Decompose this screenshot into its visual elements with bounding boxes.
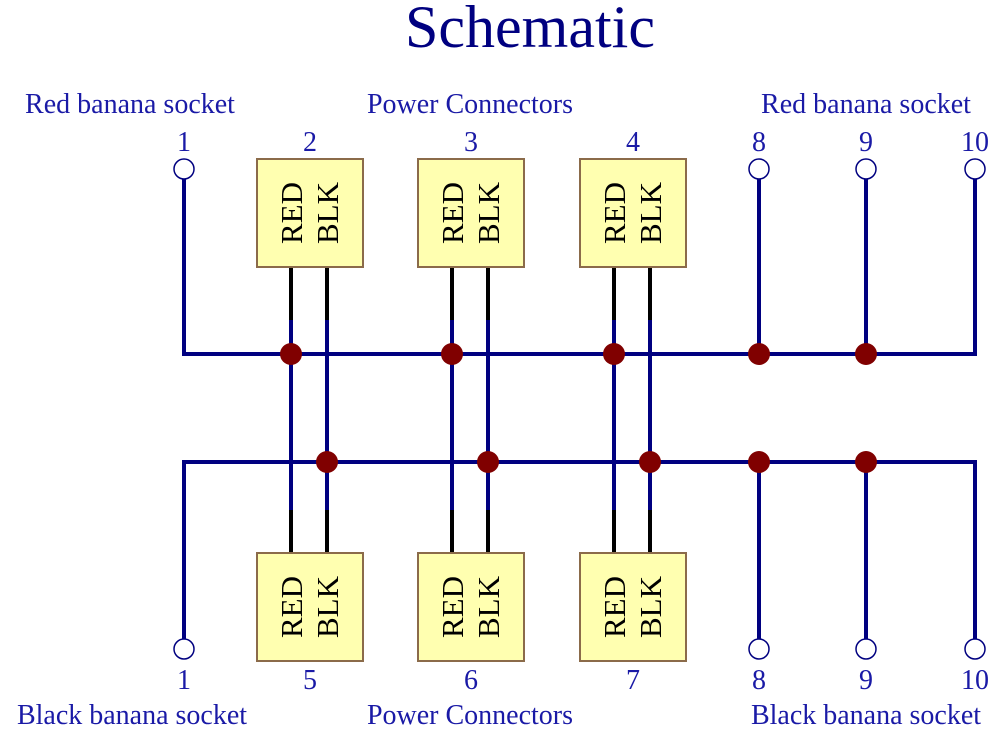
label-red-socket-left: Red banana socket — [25, 89, 235, 120]
connector-box — [579, 158, 687, 268]
junction-dot — [477, 451, 499, 473]
socket-number: 1 — [177, 665, 191, 696]
black-bus-wire — [182, 460, 977, 640]
junction-dot — [639, 451, 661, 473]
black-banana-socket-9 — [855, 638, 877, 660]
connector-number: 2 — [303, 127, 317, 158]
junction-dot — [603, 343, 625, 365]
black-banana-socket-8 — [748, 638, 770, 660]
junction-dot — [316, 451, 338, 473]
socket-number: 9 — [859, 127, 873, 158]
pin-label-red: RED — [435, 182, 470, 244]
pin-label-red: RED — [274, 182, 309, 244]
red-banana-socket-10 — [964, 158, 986, 180]
pin-label-red: RED — [435, 576, 470, 638]
connector-number: 7 — [626, 665, 640, 696]
socket-number: 10 — [961, 665, 989, 696]
red-bus-wire — [182, 178, 977, 356]
pin-label-red: RED — [597, 576, 632, 638]
red-banana-socket-1 — [173, 158, 195, 180]
number-layer: 2 3 4 5 6 7 1 8 9 10 1 8 9 10 — [177, 127, 989, 696]
junction-dot — [855, 343, 877, 365]
label-power-connectors-top: Power Connectors — [367, 89, 573, 120]
label-black-socket-right: Black banana socket — [751, 700, 981, 730]
pin-label-blk: BLK — [310, 575, 345, 638]
junction-layer — [280, 343, 877, 473]
black-banana-socket-10 — [964, 638, 986, 660]
connector-box — [256, 552, 364, 662]
pin-label-red: RED — [274, 576, 309, 638]
connector-box — [417, 552, 525, 662]
black-banana-socket-1 — [173, 638, 195, 660]
connector-box — [417, 158, 525, 268]
pin-label-red: RED — [597, 182, 632, 244]
red-banana-socket-8 — [748, 158, 770, 180]
label-black-socket-left: Black banana socket — [17, 700, 247, 730]
diagram-title: Schematic — [405, 0, 655, 60]
socket-number: 8 — [752, 665, 766, 696]
junction-dot — [748, 343, 770, 365]
socket-layer — [173, 158, 986, 660]
socket-number: 10 — [961, 127, 989, 158]
connector-number: 3 — [464, 127, 478, 158]
connector-number: 4 — [626, 127, 640, 158]
junction-dot — [748, 451, 770, 473]
junction-dot — [280, 343, 302, 365]
red-banana-socket-9 — [855, 158, 877, 180]
socket-number: 9 — [859, 665, 873, 696]
socket-number: 8 — [752, 127, 766, 158]
label-power-connectors-bottom: Power Connectors — [367, 700, 573, 730]
connector-number: 5 — [303, 665, 317, 696]
pin-label-blk: BLK — [633, 575, 668, 638]
pin-label-blk: BLK — [310, 181, 345, 244]
socket-number: 1 — [177, 127, 191, 158]
connector-number: 6 — [464, 665, 478, 696]
connector-box — [256, 158, 364, 268]
junction-dot — [855, 451, 877, 473]
wire-layer — [182, 178, 977, 640]
label-red-socket-right: Red banana socket — [761, 89, 971, 120]
pin-label-blk: BLK — [471, 181, 506, 244]
pin-label-blk: BLK — [633, 181, 668, 244]
junction-dot — [441, 343, 463, 365]
pin-label-blk: BLK — [471, 575, 506, 638]
connector-box — [579, 552, 687, 662]
